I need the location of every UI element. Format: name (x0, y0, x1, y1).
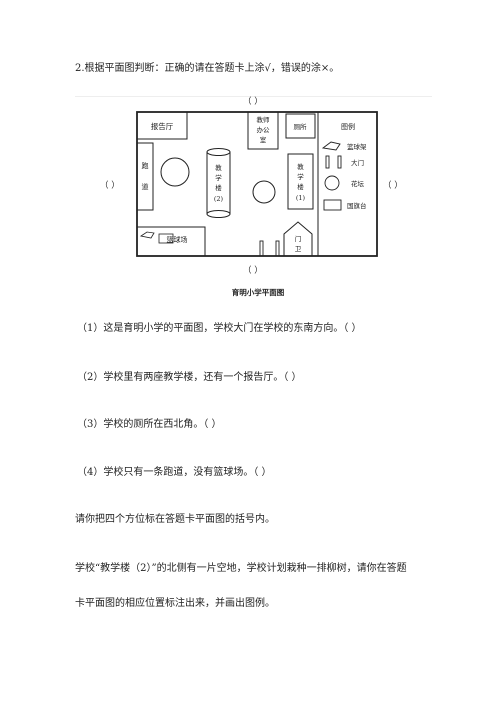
legend-item-gate: 大门 (351, 158, 364, 167)
divider (75, 96, 432, 97)
teaching-building-1 (287, 153, 314, 210)
running-track-label-1: 跑 (142, 161, 149, 170)
main-gate (259, 240, 280, 257)
building-1-label-4: (1) (296, 194, 306, 202)
basketball-court (136, 226, 206, 257)
teacher-office-label-2: 办公 (257, 125, 271, 134)
instruction-willow-line2: 卡平面图的相应位置标注出来，并画出图例。 (75, 598, 275, 609)
building-2-label-4: (2) (214, 195, 224, 203)
report-hall-label: 报告厅 (151, 121, 174, 131)
statement-3: （3）学校的厕所在西北角。（ ） (77, 419, 222, 430)
teacher-office (247, 111, 279, 150)
basketball-hoop-icon (321, 141, 341, 151)
legend-title: 图例 (341, 122, 355, 131)
basketball-court-label: 篮球场 (167, 235, 188, 244)
statement-4: （4）学校只有一条跑道，没有篮球场。（ ） (77, 467, 272, 478)
guard-room-label-1: 门 (295, 234, 302, 243)
flag-platform-icon (323, 199, 342, 211)
running-track-label-2: 道 (142, 182, 149, 191)
building-1-label-2: 学 (297, 172, 304, 181)
compass-paren-bottom[interactable]: （ ） (243, 265, 263, 276)
legend-item-flower-bed: 花坛 (351, 179, 365, 188)
guard-room (283, 221, 313, 256)
compass-paren-top[interactable]: （ ） (243, 96, 263, 107)
flag-platform (158, 233, 174, 244)
statement-1: （1）这是育明小学的平面图，学校大门在学校的东南方向。（ ） (77, 323, 362, 334)
building-2-label-3: 楼 (215, 183, 222, 192)
building-1-label-3: 楼 (297, 182, 304, 191)
toilet-label: 厕所 (294, 122, 308, 131)
building-2-label-2: 学 (215, 173, 222, 182)
legend-item-basketball-hoop: 篮球架 (347, 142, 367, 151)
basketball-hoop-icon-court (139, 231, 155, 239)
flower-bed-circle-center (252, 180, 276, 204)
building-2-label-1: 教 (215, 163, 222, 172)
map-caption: 育明小学平面图 (232, 287, 285, 297)
legend-item-flag-platform: 国旗台 (347, 201, 367, 210)
flower-bed-icon (324, 175, 340, 191)
teaching-building-2 (206, 148, 231, 218)
running-track (136, 142, 154, 211)
building-1-label-1: 教 (297, 162, 304, 171)
gate-icon (325, 155, 342, 169)
instruction-willow-line1: 学校“教学楼（2）”的北侧有一片空地，学校计划栽种一排柳树，请你在答题 (75, 563, 407, 574)
report-hall (136, 111, 188, 140)
flower-bed-circle-west (160, 157, 190, 187)
teacher-office-label-1: 教师 (257, 115, 271, 124)
statement-2: （2）学校里有两座教学楼，还有一个报告厅。（ ） (77, 372, 302, 383)
instruction-direction-marks: 请你把四个方位标在答题卡平面图的括号内。 (75, 514, 275, 525)
compass-paren-left[interactable]: （ ） (100, 180, 120, 191)
toilet (285, 113, 316, 139)
teacher-office-label-3: 室 (260, 135, 267, 144)
question-title: 2.根据平面图判断：正确的请在答题卡上涂√，错误的涂×。 (75, 63, 340, 74)
compass-paren-right[interactable]: （ ） (383, 180, 403, 191)
guard-room-label-2: 卫 (295, 245, 302, 253)
